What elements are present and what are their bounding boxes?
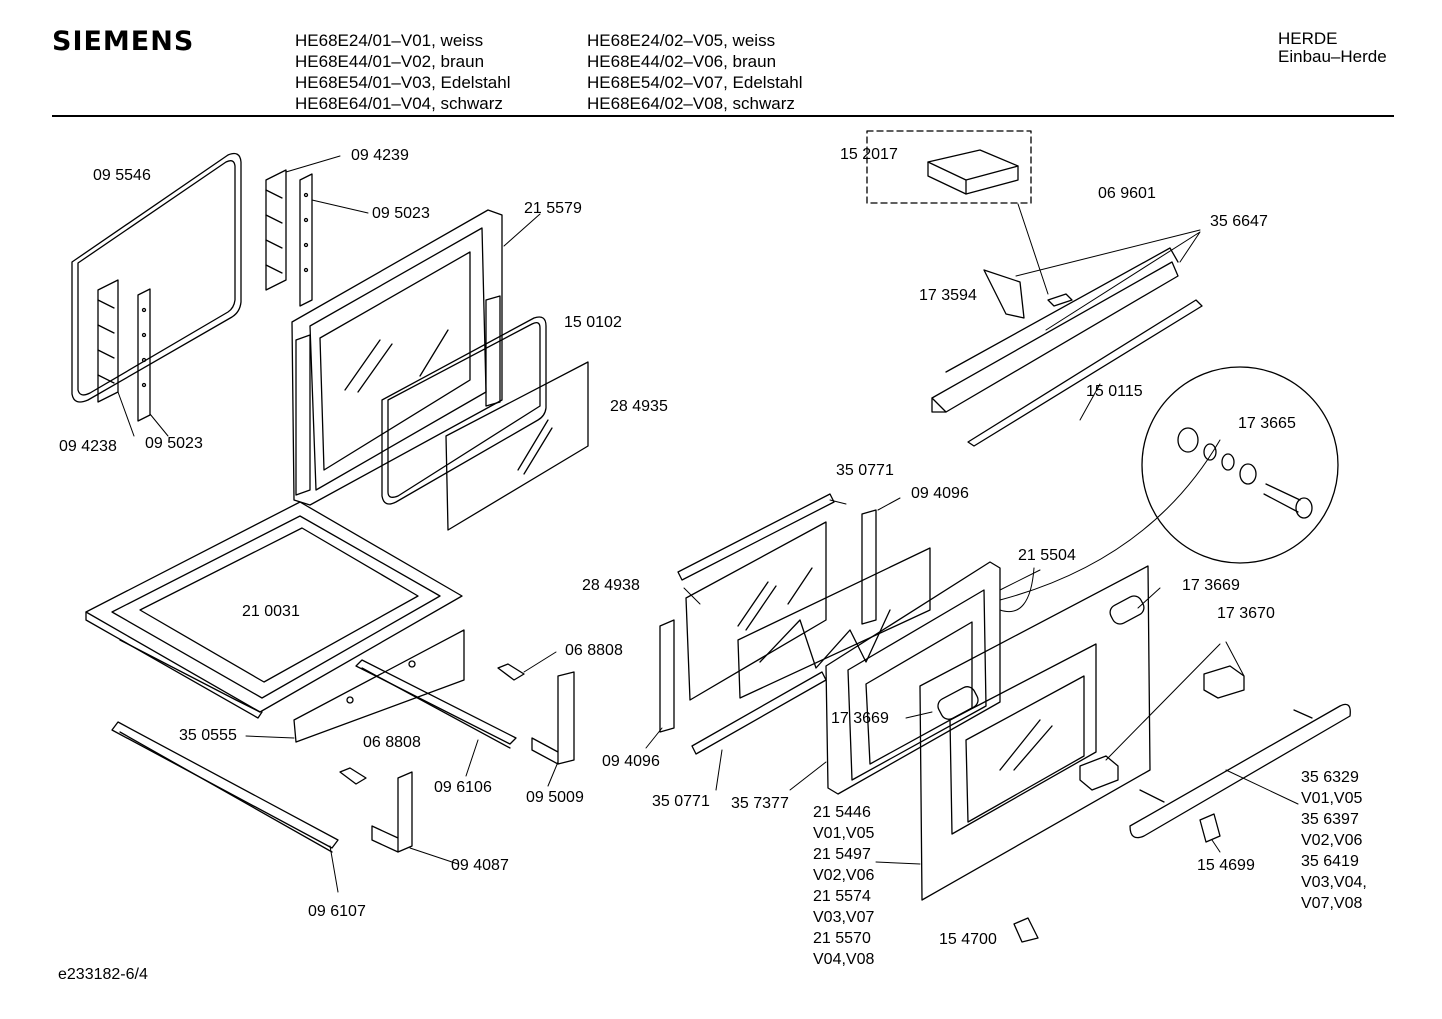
part-label: 17 3665 <box>1238 415 1296 432</box>
part-label: 06 8808 <box>363 734 421 751</box>
bracket-small-part <box>339 663 525 785</box>
model-list-column-1: HE68E24/01–V01, weiss HE68E44/01–V02, br… <box>295 30 511 114</box>
part-label: 17 3669 <box>831 710 889 727</box>
part-label: 15 2017 <box>840 146 898 163</box>
subcategory-title: Einbau–Herde <box>1278 47 1387 66</box>
outer-glass-panel-part <box>685 521 827 701</box>
door-frame-part <box>291 209 503 506</box>
part-label: 15 4699 <box>1197 857 1255 874</box>
part-label: 09 5023 <box>372 205 430 222</box>
part-label: 15 4700 <box>939 931 997 948</box>
part-label: 06 9601 <box>1098 185 1156 202</box>
door-strip-lower-part <box>691 671 827 755</box>
part-label: 35 0555 <box>179 727 237 744</box>
model-entry: HE68E44/02–V06, braun <box>587 52 777 71</box>
part-label: 09 5009 <box>526 789 584 806</box>
part-label: 09 4087 <box>451 857 509 874</box>
part-label: V01,V05 <box>813 825 874 842</box>
part-label: 09 6107 <box>308 903 366 920</box>
cover-block-part <box>927 149 1019 195</box>
model-entry: HE68E64/01–V04, schwarz <box>295 94 503 113</box>
small-bracket-part <box>983 269 1073 319</box>
model-entry: HE68E54/01–V03, Edelstahl <box>295 73 511 92</box>
model-entry: HE68E64/02–V08, schwarz <box>587 94 795 113</box>
brand-logo: SIEMENS <box>52 26 195 57</box>
side-rail-left-part <box>111 721 339 853</box>
part-label: V02,V06 <box>813 867 874 884</box>
inner-door-part <box>825 561 1001 795</box>
door-gasket-part <box>71 152 242 403</box>
part-label: V07,V08 <box>1301 895 1362 912</box>
door-handle-part <box>1129 703 1351 839</box>
screw-set-part <box>1177 427 1313 519</box>
part-label: 21 5497 <box>813 846 871 863</box>
part-label: 35 6647 <box>1210 213 1268 230</box>
leader-lines <box>117 155 1299 893</box>
part-label: 06 8808 <box>565 642 623 659</box>
model-entry: HE68E44/01–V02, braun <box>295 52 485 71</box>
part-label: 17 3669 <box>1182 577 1240 594</box>
part-label: 09 6106 <box>434 779 492 796</box>
part-labels: 09 5546 09 4239 09 5023 21 5579 15 0102 … <box>59 146 1367 968</box>
outer-door-part <box>919 565 1151 901</box>
side-profile-part <box>659 509 877 733</box>
door-strip-upper-part <box>677 493 835 581</box>
part-label: 28 4938 <box>582 577 640 594</box>
side-rail-right-part <box>355 659 517 749</box>
part-label: 21 5579 <box>524 200 582 217</box>
document-id: e233182-6/4 <box>58 966 148 983</box>
front-trim-part <box>293 629 465 743</box>
part-label: 35 6397 <box>1301 811 1359 828</box>
part-label: 21 5570 <box>813 930 871 947</box>
part-label: 21 0031 <box>242 603 300 620</box>
heat-shield-part <box>737 547 931 699</box>
part-label: V03,V07 <box>813 909 874 926</box>
part-label: 09 4239 <box>351 147 409 164</box>
part-label: 35 0771 <box>652 793 710 810</box>
part-label: 35 6329 <box>1301 769 1359 786</box>
part-label: 35 7377 <box>731 795 789 812</box>
part-label: V04,V08 <box>813 951 874 968</box>
part-label: 09 4096 <box>911 485 969 502</box>
part-label: 09 5023 <box>145 435 203 452</box>
part-label: 35 0771 <box>836 462 894 479</box>
part-label: 21 5574 <box>813 888 871 905</box>
part-label: V01,V05 <box>1301 790 1362 807</box>
model-entry: HE68E24/01–V01, weiss <box>295 31 484 50</box>
part-label: V03,V04, <box>1301 874 1367 891</box>
part-label: 09 4096 <box>602 753 660 770</box>
glass-gasket-part <box>381 316 547 505</box>
detail-magnifier-circle <box>1141 366 1339 564</box>
part-label: 35 6419 <box>1301 853 1359 870</box>
handle-end-cap-part <box>1079 665 1245 791</box>
part-label: 17 3670 <box>1217 605 1275 622</box>
oven-top-panel-part <box>85 501 463 719</box>
part-label: 15 0115 <box>1086 383 1143 400</box>
header-divider <box>52 115 1394 117</box>
part-label: 17 3594 <box>919 287 977 304</box>
part-label: 09 5546 <box>93 167 151 184</box>
hinge-upper-part <box>265 169 313 307</box>
angle-bracket-part <box>371 671 575 853</box>
optional-part-box <box>866 130 1032 204</box>
hinge-lower-part <box>97 279 151 422</box>
inner-glass-part <box>445 361 589 531</box>
vent-rail-part <box>931 247 1203 447</box>
part-label: 21 5446 <box>813 804 871 821</box>
part-label: V02,V06 <box>1301 832 1362 849</box>
part-label: 28 4935 <box>610 398 668 415</box>
model-list-column-2: HE68E24/02–V05, weiss HE68E44/02–V06, br… <box>587 30 803 114</box>
part-label: 09 4238 <box>59 438 117 455</box>
category-title: HERDE <box>1278 29 1338 48</box>
part-label: 21 5504 <box>1018 547 1076 564</box>
lock-bracket-part <box>1013 813 1221 943</box>
model-entry: HE68E24/02–V05, weiss <box>587 31 776 50</box>
category-block: HERDE Einbau–Herde <box>1278 30 1387 66</box>
model-entry: HE68E54/02–V07, Edelstahl <box>587 73 803 92</box>
part-label: 15 0102 <box>564 314 622 331</box>
